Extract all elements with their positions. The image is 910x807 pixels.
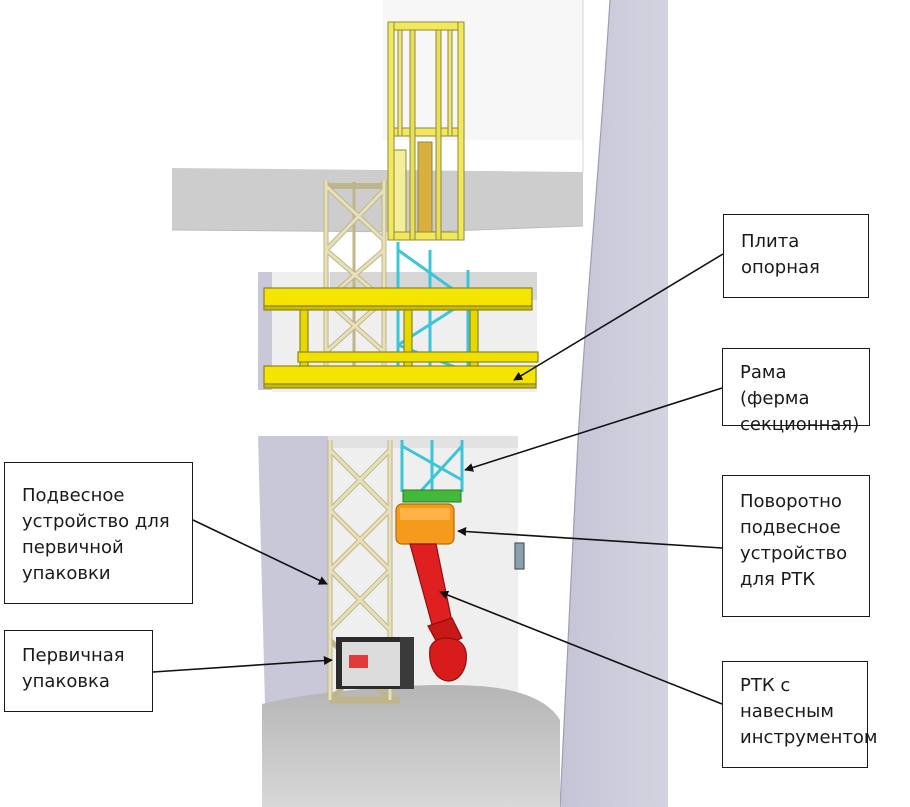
callout-rotary-hanger: Поворотно подвесное устройство для РТК <box>722 475 870 617</box>
lower-left-wall <box>258 436 328 704</box>
callout-package-hanger: Подвесное устройство для первичной упако… <box>4 462 193 604</box>
upper-mast <box>387 21 465 241</box>
support-plate-beams <box>263 287 539 389</box>
leader-rtk <box>439 590 723 705</box>
rotary-hanger <box>395 503 455 545</box>
floor-slab <box>262 684 560 807</box>
green-mount-plate <box>402 489 462 503</box>
callout-support-plate: Плита опорная <box>723 214 869 298</box>
leader-plate <box>513 253 724 381</box>
leader-lines <box>152 253 724 705</box>
callout-primary-package: Первичная упаковка <box>4 630 153 712</box>
building-structure <box>171 0 668 807</box>
wall-socket <box>514 542 525 570</box>
cyan-truss-lower <box>400 440 464 494</box>
callout-frame-truss: Рама (ферма секционная) <box>722 348 870 435</box>
primary-package <box>336 637 414 689</box>
rtk-robot-arm <box>409 543 467 682</box>
right-wall <box>560 0 668 807</box>
leader-frame <box>464 387 723 472</box>
leader-rotary <box>457 527 723 549</box>
callout-rtk-tool: РТК с навесным инструментом <box>722 661 877 768</box>
leader-hanger <box>192 519 328 585</box>
leader-pack <box>152 656 333 673</box>
